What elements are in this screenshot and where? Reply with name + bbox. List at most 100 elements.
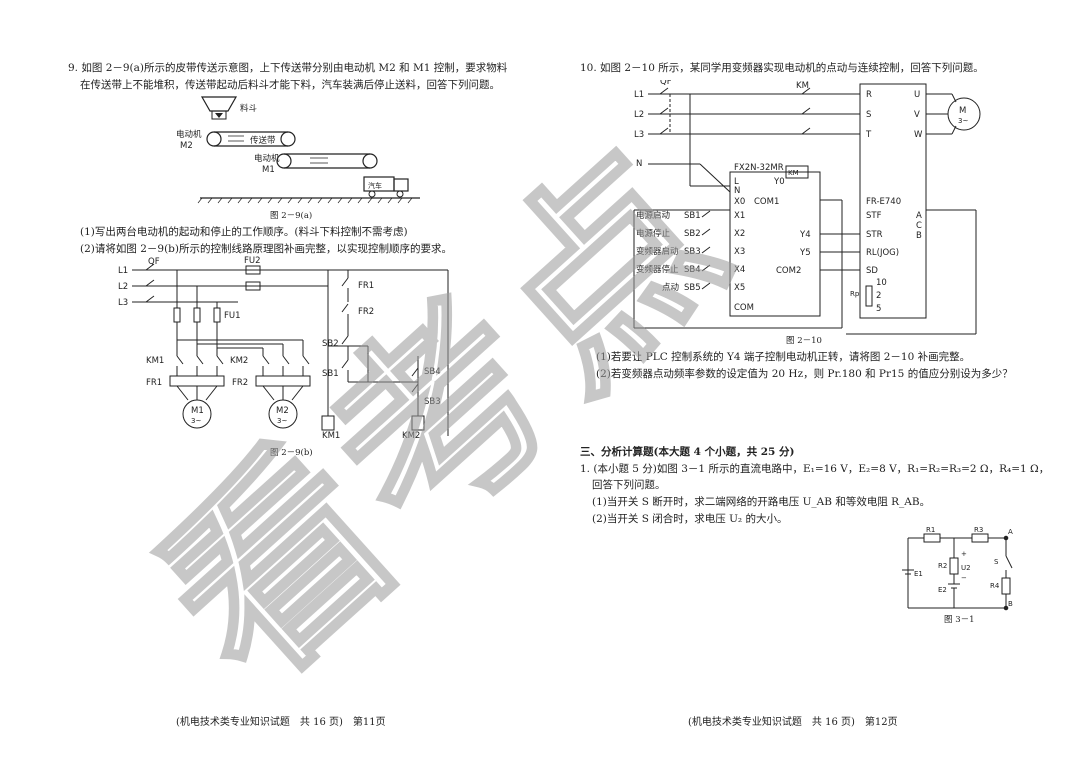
belt-label: 传送带 <box>250 135 276 146</box>
motor-m2-label: 电动机 <box>176 129 202 140</box>
r4-label: R4 <box>990 582 1000 590</box>
terminal-r: R <box>866 90 872 100</box>
sb1-label: SB1 <box>684 211 701 221</box>
neutral-label: N <box>636 159 642 169</box>
node-a: A <box>1008 528 1013 536</box>
truck-label: 汽车 <box>368 181 382 190</box>
plc-x4: X4 <box>734 265 745 275</box>
q9-part1: (1)写出两台电动机的起动和停止的工作顺序。(料斗下料控制不需考虑) <box>80 226 408 238</box>
fr1-label: FR1 <box>146 378 162 388</box>
hopper-label: 料斗 <box>240 103 258 114</box>
motor-m1-label: 电动机 <box>254 153 280 164</box>
vfd-sd: SD <box>866 266 878 276</box>
section-3-heading: 三、分析计算题(本大题 4 个小题，共 25 分) <box>580 446 795 458</box>
motor-label: M <box>959 106 966 116</box>
m2-phase: 3~ <box>277 417 287 425</box>
plc-y5: Y5 <box>799 248 811 258</box>
fu2-label: FU2 <box>244 256 261 266</box>
q9-line1: 9. 如图 2－9(a)所示的皮带传送示意图，上下传送带分别由电动机 M2 和 … <box>68 62 508 74</box>
r2-label: R2 <box>938 562 947 570</box>
vfd-rl-jog: RL(JOG) <box>866 248 899 258</box>
plc-x3: X3 <box>734 247 745 257</box>
sb1-label: SB1 <box>322 369 339 379</box>
terminal-v: V <box>914 110 920 120</box>
plc-y0: Y0 <box>773 177 785 187</box>
km1-coil-label: KM1 <box>322 431 340 441</box>
plc-l: L <box>734 177 739 187</box>
line-l2-label: L2 <box>118 282 128 292</box>
line-l3-label: L3 <box>118 298 128 308</box>
e1-label: E1 <box>914 570 923 578</box>
sb4-label: SB4 <box>424 367 441 377</box>
km2-label: KM2 <box>230 356 248 366</box>
figure-2-9a: 料斗 传送带 电动机 M2 电动机 M1 汽车 <box>176 96 420 204</box>
q10-part2: (2)若变频器点动频率参数的设定值为 20 Hz，则 Pr.180 和 Pr15… <box>596 368 1013 380</box>
sb3-label: SB3 <box>424 397 441 407</box>
q10-part1: (1)若要让 PLC 控制系统的 Y4 端子控制电动机正转，请将图 2－10 补… <box>596 351 971 363</box>
vfd-b: B <box>916 231 922 241</box>
km1-label: KM1 <box>146 356 164 366</box>
plc-y4: Y4 <box>799 230 811 240</box>
e2-label: E2 <box>938 586 947 594</box>
q9-line2: 在传送带上不能堆积，传送带起动后料斗才能下料，汽车装满后停止送料，回答下列问题。 <box>80 79 500 91</box>
qf-label: QF <box>148 257 160 267</box>
figure-3-1: R1 R3 A B S R2 U2 + − R4 E1 E2 <box>902 526 1013 611</box>
vfd-stf: STF <box>866 211 882 221</box>
fig-3-1-caption: 图 3－1 <box>944 615 975 625</box>
fr2-label: FR2 <box>232 378 248 388</box>
km-contact-label: KM <box>796 81 809 91</box>
u2-minus: − <box>961 574 967 582</box>
vfd-a: A <box>916 211 922 221</box>
fig-2-10-caption: 图 2－10 <box>786 336 822 346</box>
plc-n: N <box>734 186 740 196</box>
terminal-w: W <box>914 130 923 140</box>
plc-com2: COM2 <box>776 266 801 276</box>
terminal-t: T <box>865 130 872 140</box>
m1-label: M1 <box>191 406 204 416</box>
q9-part2: (2)请将如图 2－9(b)所示的控制线路原理图补画完整，以实现控制顺序的要求。 <box>80 243 452 255</box>
plc-com: COM <box>734 303 754 313</box>
q1-line1: 1. (本小题 5 分)如图 3－1 所示的直流电路中，E₁=16 V，E₂=8… <box>580 463 1050 475</box>
terminal-u: U <box>914 90 920 100</box>
sb3-label: SB3 <box>684 247 701 257</box>
sb2-label: SB2 <box>322 339 339 349</box>
motor-m2-id: M2 <box>180 141 193 151</box>
figure-2-10: L1 L2 L3 QF KM N R S T U V W M 3~ FX2N-3… <box>633 80 981 335</box>
r3-label: R3 <box>974 526 983 534</box>
plc-x0: X0 <box>734 197 745 207</box>
plc-model: FX2N-32MR <box>734 163 784 173</box>
u2-label: U2 <box>961 564 971 572</box>
figure-2-9b: L1 L2 L3 QF FU1 FU2 KM1 KM2 FR1 FR2 M1 3… <box>118 256 449 441</box>
q10-line: 10. 如图 2－10 所示，某同学用变频器实现电动机的点动与连续控制，回答下列… <box>580 62 984 74</box>
m2-label: M2 <box>276 406 289 416</box>
node-b: B <box>1008 600 1013 608</box>
vfd-model: FR-E740 <box>866 197 901 207</box>
u2-plus: + <box>961 550 967 558</box>
km-coil-label: KM <box>788 169 799 177</box>
page-11: 9. 如图 2－9(a)所示的皮带传送示意图，上下传送带分别由电动机 M2 和 … <box>68 62 508 728</box>
line-l1-label: L1 <box>118 266 128 276</box>
qf-label: QF <box>660 80 672 87</box>
motor-m1-id: M1 <box>262 165 275 175</box>
line-l3-label: L3 <box>634 130 644 140</box>
page-12: 10. 如图 2－10 所示，某同学用变频器实现电动机的点动与连续控制，回答下列… <box>540 0 1080 764</box>
q1-line2: 回答下列问题。 <box>592 479 666 491</box>
vfd-5: 5 <box>876 304 881 314</box>
switch-s-label: S <box>994 558 999 566</box>
plc-com1: COM1 <box>754 197 779 207</box>
r1-label: R1 <box>926 526 935 534</box>
vfd-10: 10 <box>876 278 887 288</box>
plc-x5: X5 <box>734 283 745 293</box>
terminal-s: S <box>866 110 871 120</box>
fr2-contact-label: FR2 <box>358 307 374 317</box>
input-1-label: 电源启动 <box>636 210 671 221</box>
sb5-label: SB5 <box>684 283 701 293</box>
vfd-c: C <box>916 221 922 231</box>
input-5-label: 点动 <box>662 282 680 293</box>
fr1-contact-label: FR1 <box>358 281 374 291</box>
vfd-str: STR <box>866 230 883 240</box>
plc-x2: X2 <box>734 229 745 239</box>
fu1-label: FU1 <box>224 311 241 321</box>
rp-label: Rp <box>850 290 860 298</box>
sb2-label: SB2 <box>684 229 701 239</box>
